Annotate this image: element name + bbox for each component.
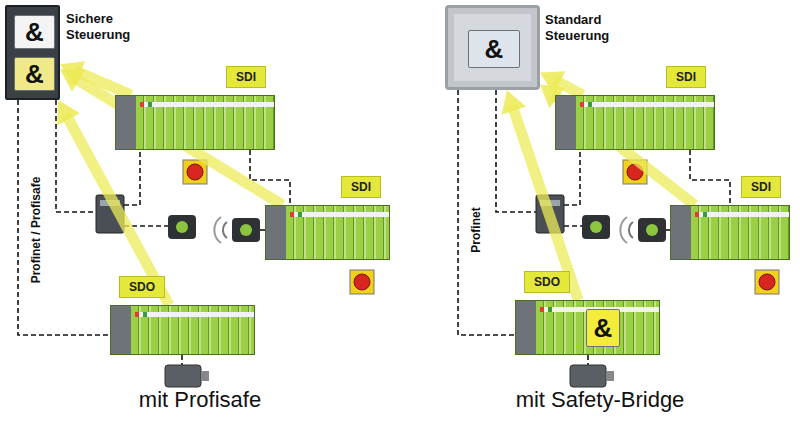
motor [570, 365, 606, 387]
logic-block: & [14, 15, 55, 49]
io-module: SDI [670, 205, 790, 260]
logic-block: & [586, 309, 620, 347]
network-cable [690, 150, 730, 205]
logic-symbol: & [594, 315, 613, 341]
wireless-device [582, 215, 610, 239]
emergency-stop [350, 270, 374, 294]
module-tag: SDI [741, 176, 781, 198]
io-module: SDO [110, 305, 255, 355]
emergency-stop-button [354, 274, 370, 290]
io-module: SDO& [515, 300, 660, 355]
standard-controller: Standard Steuerung& [445, 5, 540, 90]
network-cable [587, 355, 589, 365]
wireless-led [590, 221, 602, 233]
controller-title: Sichere Steuerung [66, 11, 148, 42]
controller-title: Standard Steuerung [545, 12, 627, 43]
logic-symbol: & [25, 19, 44, 45]
motor [165, 365, 201, 387]
emergency-stop [183, 160, 207, 184]
module-tag: SDI [666, 66, 706, 88]
logic-block: & [468, 30, 520, 68]
caption: mit Safety-Bridge [516, 387, 685, 413]
motor-shaft [201, 371, 209, 381]
radio-wave [223, 222, 227, 238]
module-tag: SDI [341, 176, 381, 198]
caption: mit Profisafe [139, 387, 261, 413]
emergency-stop-button [187, 164, 203, 180]
motor-shaft [606, 371, 614, 381]
network-cable [564, 225, 582, 227]
radio-wave [214, 217, 221, 243]
logic-symbol: & [25, 61, 44, 87]
wireless-led [646, 224, 658, 236]
network-cable [181, 355, 183, 365]
io-module: SDI [555, 95, 715, 150]
io-module: SDI [115, 95, 275, 150]
wireless-device [638, 218, 666, 242]
logic-symbol: & [485, 36, 504, 62]
wireless-led [176, 221, 188, 233]
safety-controller: Sichere Steuerung&& [5, 5, 60, 100]
radio-wave [620, 217, 627, 243]
bus-label: Profinet [469, 207, 483, 252]
logic-block: & [14, 57, 55, 91]
network-cable [124, 150, 140, 205]
io-module: SDI [265, 205, 390, 260]
radio-wave [629, 222, 633, 238]
wireless-device [232, 218, 260, 242]
network-cable [564, 150, 580, 205]
wireless-device [168, 215, 196, 239]
module-tag: SDO [119, 276, 165, 298]
bus-label: Profinet / Profisafe [29, 177, 43, 284]
wireless-led [240, 224, 252, 236]
emergency-stop-button [759, 274, 775, 290]
module-tag: SDI [226, 66, 266, 88]
emergency-stop [755, 270, 779, 294]
module-tag: SDO [524, 271, 570, 293]
